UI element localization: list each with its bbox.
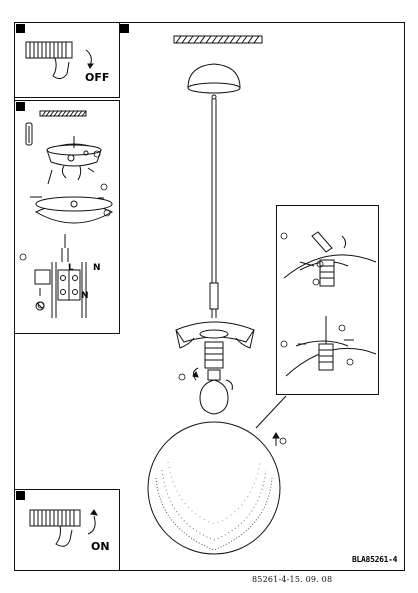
panel-corner-marker: [16, 102, 25, 111]
document-id: BLA85261-4: [352, 555, 398, 564]
panel-corner-marker: [16, 24, 25, 33]
detail-upper-drawing: [283, 231, 377, 287]
wire-label-n-bottom: N: [81, 291, 89, 301]
footer-code: 85261-4-15. 09. 08: [252, 575, 333, 584]
on-label: ON: [91, 540, 110, 553]
ceiling-canopy: [187, 63, 241, 100]
wire-label-n-top: N: [93, 263, 101, 273]
off-label: OFF: [85, 71, 110, 84]
lamp-socket: [192, 341, 224, 381]
panel-corner-marker: [120, 24, 129, 33]
panel-corner-marker: [16, 491, 25, 500]
ceiling-mount-drawing: [25, 122, 114, 262]
panel-power-off: OFF: [14, 22, 129, 98]
wiring-terminal-drawing: [34, 262, 87, 318]
step-number-markers: [19, 150, 354, 445]
terminal-block-on: [29, 509, 98, 547]
light-bulb: [199, 369, 233, 415]
shade-holder: [175, 321, 255, 349]
ceiling-hatch-left: [39, 110, 87, 117]
detail-lower-drawing: [285, 316, 377, 377]
wire-label-l: L: [68, 263, 74, 273]
ceiling-hatch-main: [173, 35, 263, 44]
detail-callout-line: [255, 395, 287, 429]
panel-power-on: ON: [14, 489, 120, 571]
globe-shade: [147, 421, 281, 555]
pendant-cord: [209, 99, 219, 318]
terminal-block-off: [25, 41, 94, 80]
